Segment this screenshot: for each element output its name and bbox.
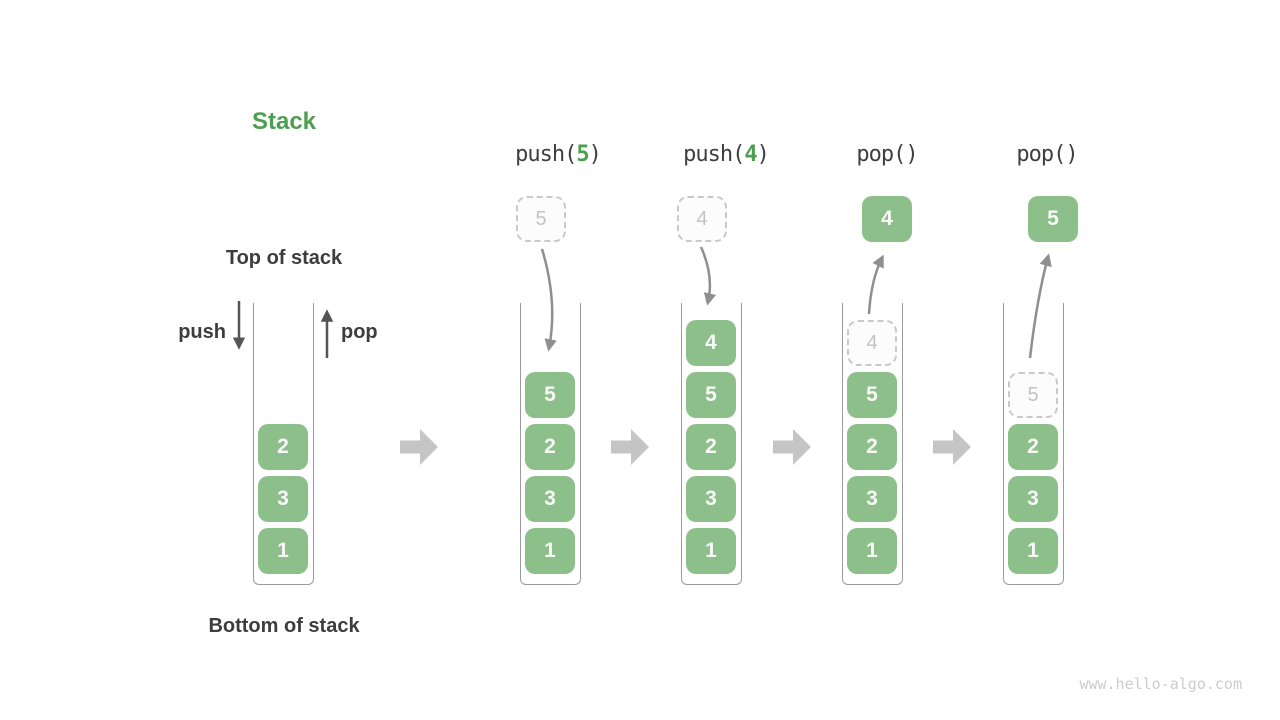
popped-cell: 4: [862, 196, 912, 242]
operation-label-push-5: push(5): [478, 142, 638, 167]
op-arg: 4: [744, 142, 757, 167]
stack-cell: 2: [1008, 424, 1058, 470]
op-text: push(: [515, 142, 577, 167]
stack-cell: 1: [686, 528, 736, 574]
bottom-of-stack-label: Bottom of stack: [208, 615, 360, 637]
op-text: push(: [683, 142, 745, 167]
removed-ghost-cell: 4: [847, 320, 897, 366]
step-arrow-icon: [773, 429, 811, 465]
step-arrow-icon: [611, 429, 649, 465]
stack-cell: 5: [686, 372, 736, 418]
diagram-title: Stack: [251, 108, 317, 135]
op-text: pop(): [856, 142, 918, 167]
op-text: pop(): [1016, 142, 1078, 167]
push-4-motion-arrow-icon: [699, 246, 717, 306]
stack-cell: 2: [525, 424, 575, 470]
incoming-ghost-cell: 4: [677, 196, 727, 242]
step-arrow-icon: [400, 429, 438, 465]
op-text: ): [756, 142, 770, 167]
stack-cell: 3: [258, 476, 308, 522]
stack-cell: 1: [525, 528, 575, 574]
operation-label-push-4: push(4): [646, 142, 806, 167]
popped-cell: 5: [1028, 196, 1078, 242]
operation-label-pop-2: pop(): [967, 142, 1127, 167]
stack-cell: 5: [847, 372, 897, 418]
operation-label-pop-1: pop(): [807, 142, 967, 167]
removed-ghost-cell: 5: [1008, 372, 1058, 418]
top-of-stack-label: Top of stack: [225, 247, 343, 269]
watermark: www.hello-algo.com: [1079, 675, 1242, 693]
stack-cell: 1: [258, 528, 308, 574]
push-label: push: [178, 321, 226, 343]
stack-cell: 3: [525, 476, 575, 522]
stack-cell: 5: [525, 372, 575, 418]
stack-cell: 1: [847, 528, 897, 574]
stack-cell: 2: [258, 424, 308, 470]
pop-label: pop: [341, 321, 378, 343]
stack-cell: 3: [847, 476, 897, 522]
step-arrow-icon: [933, 429, 971, 465]
stack-cell: 3: [686, 476, 736, 522]
stack-cell: 2: [847, 424, 897, 470]
stack-cell: 1: [1008, 528, 1058, 574]
stack-cell: 2: [686, 424, 736, 470]
incoming-ghost-cell: 5: [516, 196, 566, 242]
stack-cell: 4: [686, 320, 736, 366]
stack-cell: 3: [1008, 476, 1058, 522]
op-arg: 5: [576, 142, 589, 167]
op-text: ): [588, 142, 602, 167]
